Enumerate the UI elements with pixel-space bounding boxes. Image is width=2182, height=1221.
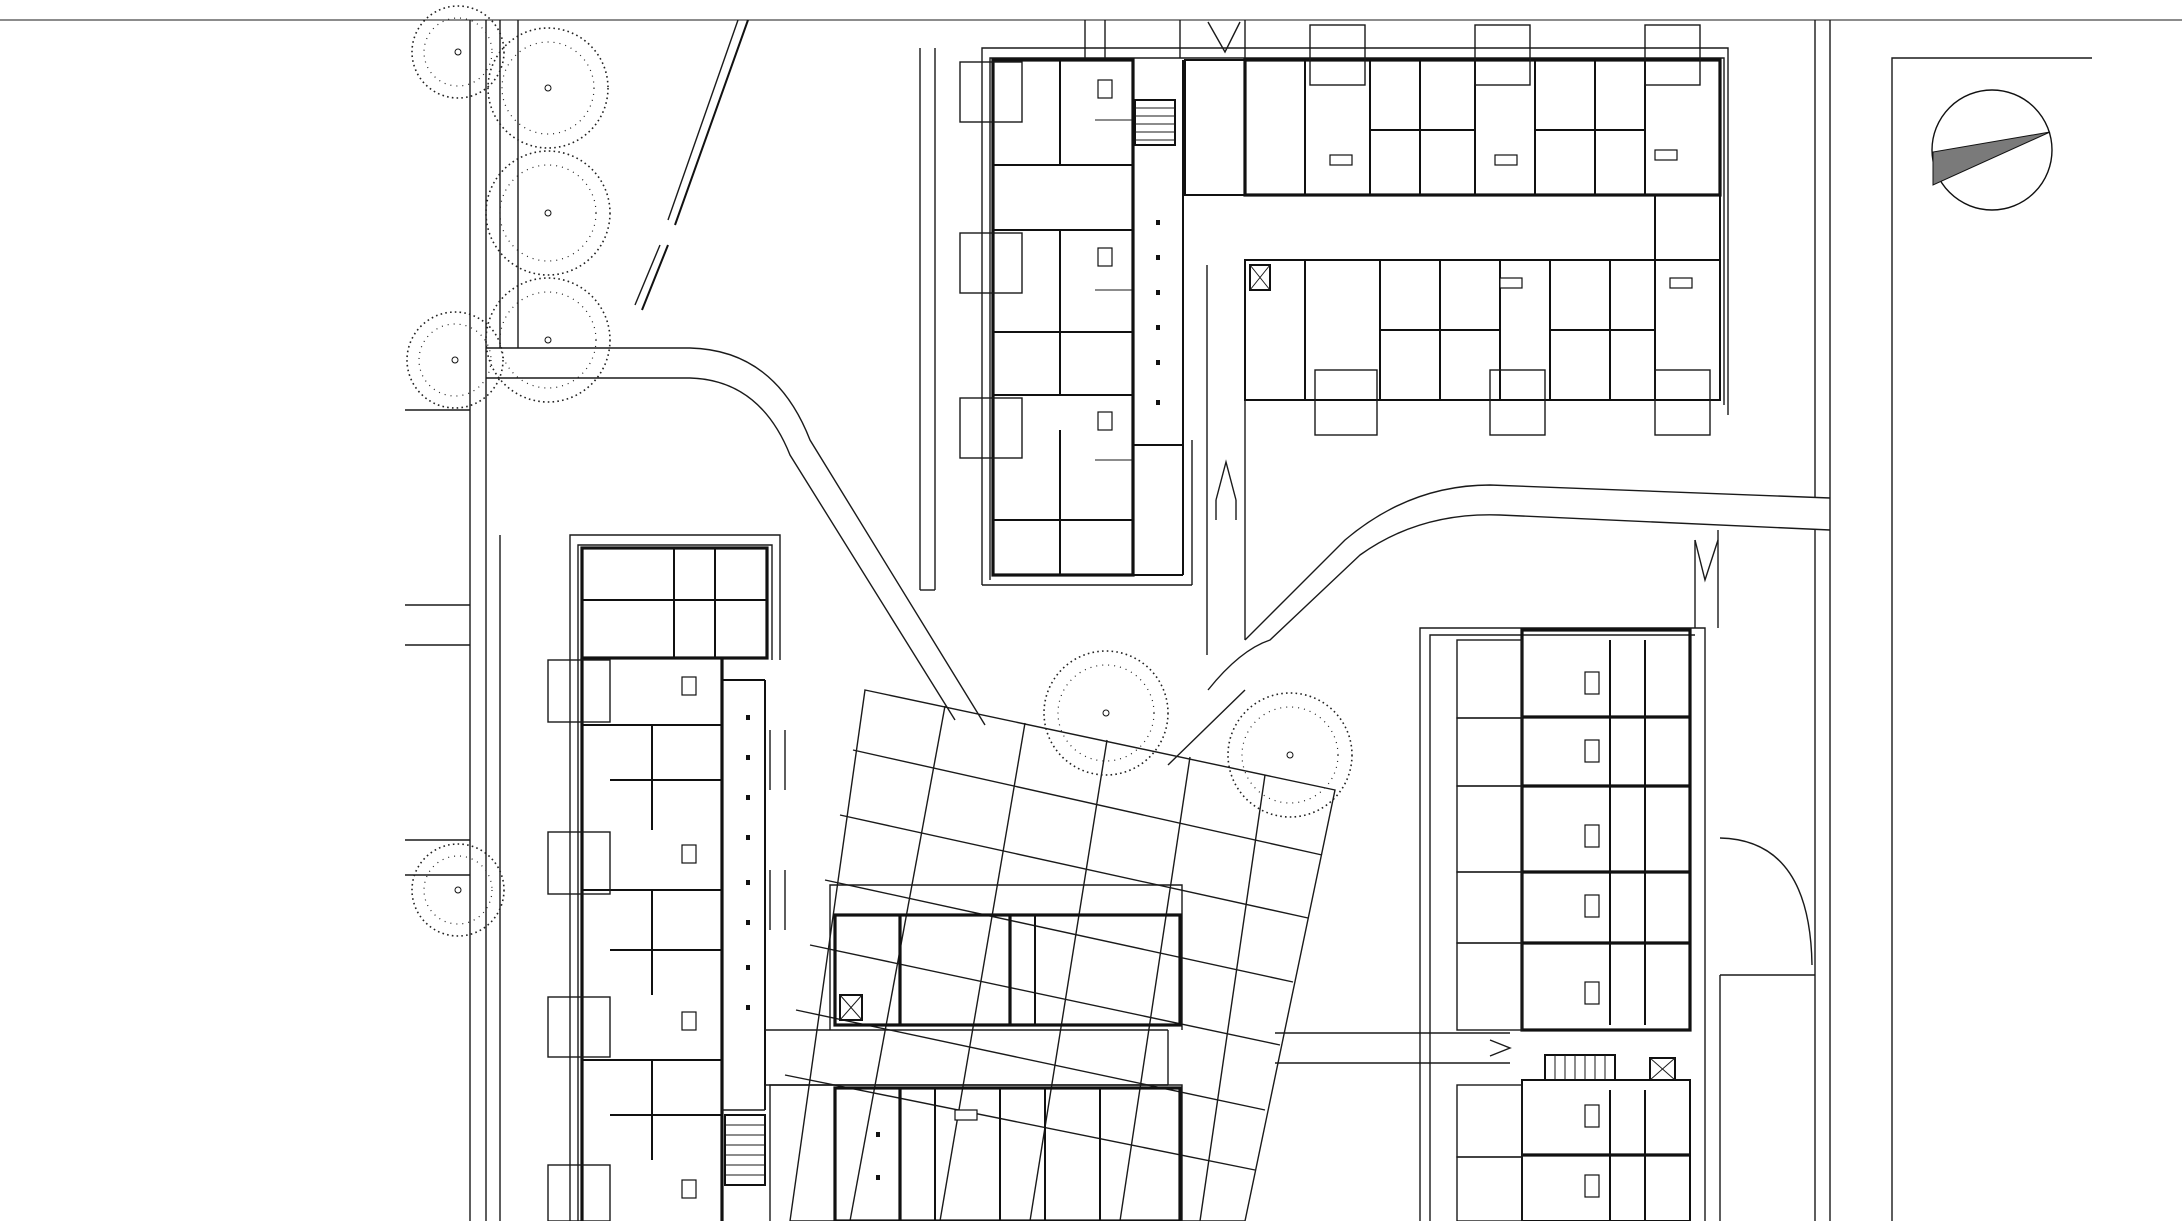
building-south-center bbox=[724, 884, 1183, 1221]
roads-and-paths bbox=[405, 20, 2092, 1221]
tree-icon bbox=[411, 843, 505, 937]
tree-icon bbox=[1043, 650, 1169, 776]
building-north bbox=[919, 20, 1729, 591]
tree-icon bbox=[487, 27, 609, 149]
north-arrow-icon bbox=[1931, 89, 2053, 211]
diagonal-markings bbox=[634, 19, 749, 311]
tree-icon bbox=[485, 150, 611, 276]
tree-icon bbox=[406, 311, 504, 409]
tree-enclosure-nw bbox=[405, 20, 519, 411]
tree-icon-group bbox=[406, 5, 1353, 937]
tree-icon bbox=[485, 277, 611, 403]
building-east bbox=[1419, 530, 1719, 1221]
building-west bbox=[547, 534, 1169, 1221]
tree-icon bbox=[411, 5, 505, 99]
tree-icon bbox=[1227, 692, 1353, 818]
paved-plaza-grid bbox=[784, 689, 1336, 1221]
